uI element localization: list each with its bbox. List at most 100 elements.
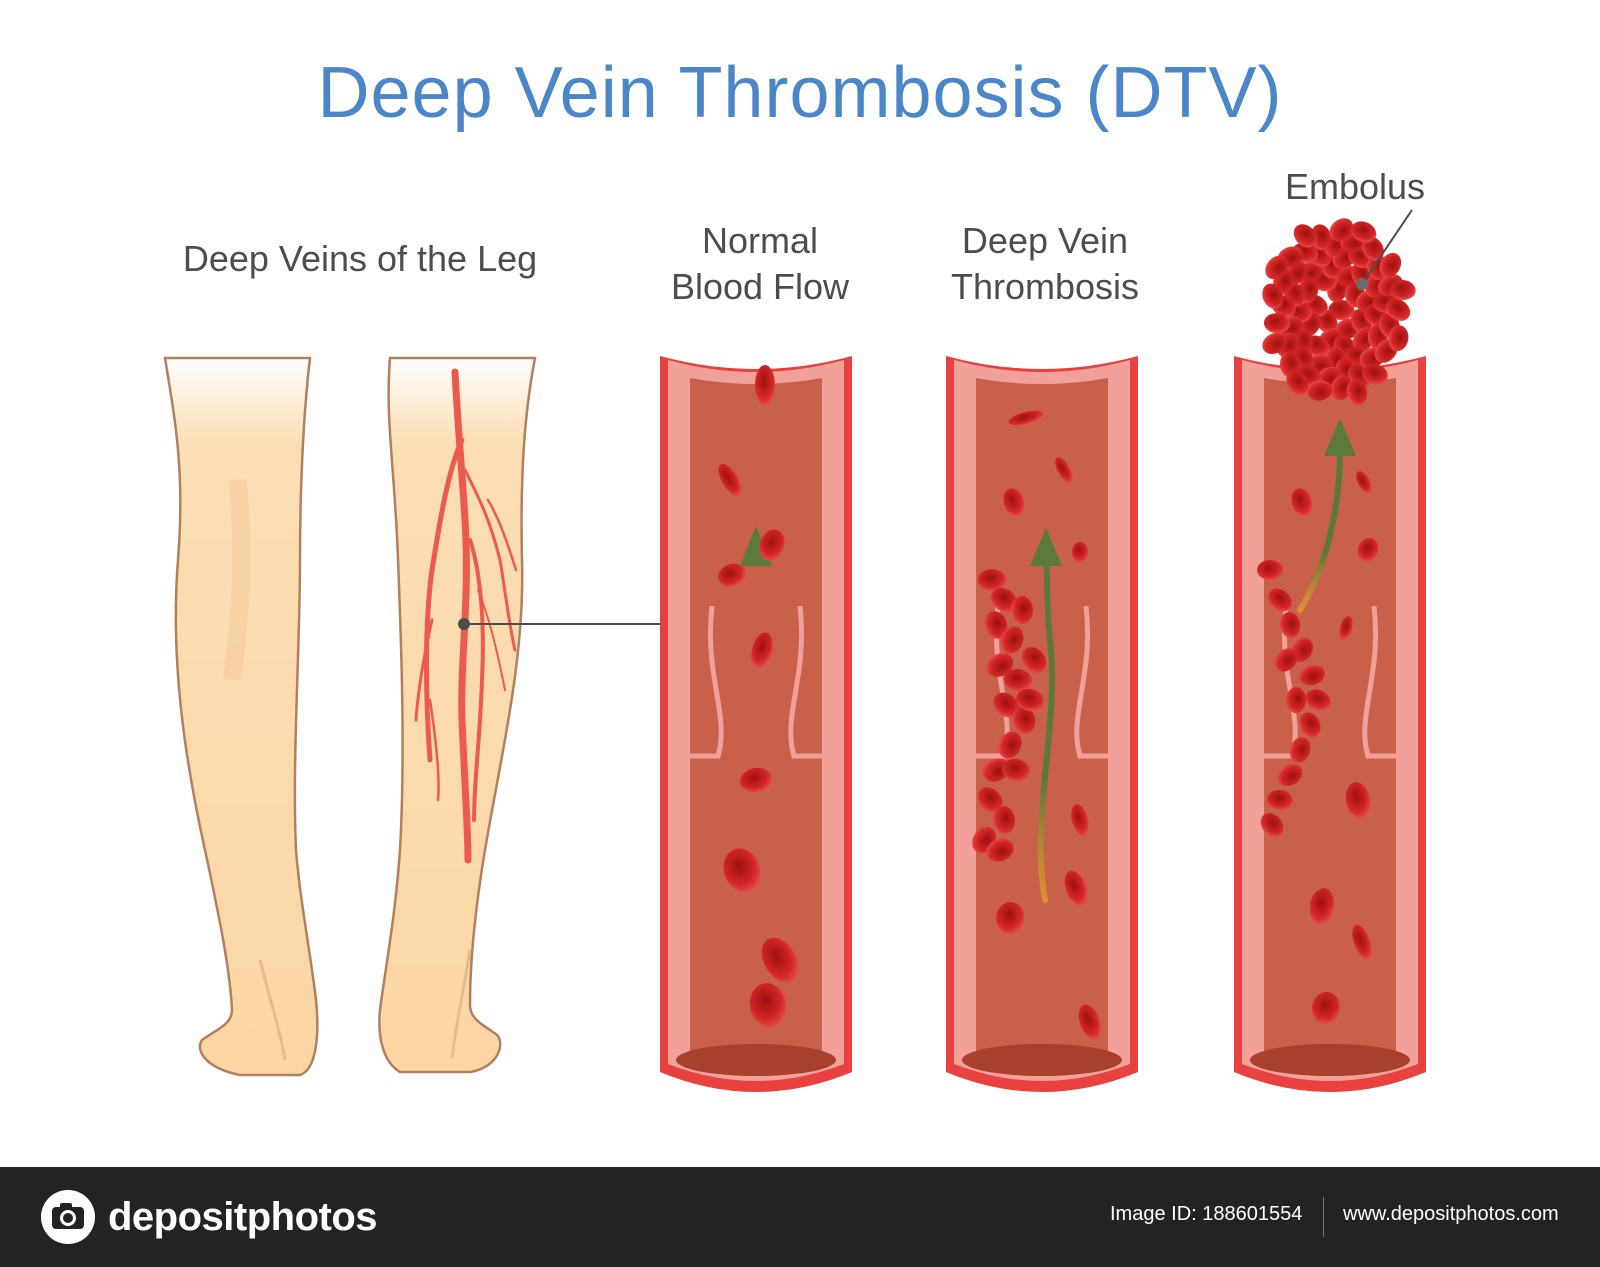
blood-cell	[1361, 236, 1384, 261]
blood-cell	[1339, 616, 1353, 640]
blood-cell	[1309, 888, 1335, 924]
dvt-illustration	[163, 209, 1426, 1092]
blood-cell	[982, 758, 1010, 782]
blood-cell	[1362, 364, 1388, 385]
valve-left	[690, 605, 724, 759]
flow-arrow-icon	[1037, 557, 1056, 903]
blood-cell	[1008, 410, 1044, 426]
blood-cell	[718, 563, 746, 587]
blood-cell	[1328, 300, 1355, 320]
blood-cell	[1299, 712, 1321, 738]
blood-cell	[1386, 298, 1411, 321]
vein-opening	[676, 1044, 836, 1076]
page-title: Deep Vein Thrombosis (DTV)	[317, 53, 1283, 133]
blood-cell	[749, 983, 787, 1027]
blood-cell	[1262, 283, 1284, 309]
blood-cell	[984, 611, 1008, 639]
blood-cell	[1016, 688, 1044, 712]
blood-cell	[759, 529, 785, 561]
blood-cell	[1260, 813, 1284, 837]
blood-cell	[1071, 804, 1089, 836]
blood-cell	[1329, 218, 1354, 241]
embolus-label: Embolus	[1284, 166, 1426, 207]
blood-cell	[751, 632, 773, 668]
blood-cell	[986, 838, 1014, 862]
blood-cell	[1072, 542, 1088, 562]
blood-cell	[1286, 370, 1309, 396]
dvt-label: Deep Vein Thrombosis	[900, 218, 1190, 310]
embolus-cluster	[1262, 218, 1416, 405]
footer-divider	[1323, 1197, 1324, 1237]
clot	[972, 569, 1047, 862]
camera-logo-icon	[41, 1190, 95, 1244]
dvt-label-line2: Thrombosis	[950, 266, 1140, 307]
blood-cell	[718, 463, 742, 497]
brand-name: depositphotos	[108, 1194, 378, 1239]
blood-cell	[991, 587, 1017, 613]
flow-arrowhead	[1030, 528, 1062, 566]
vein-lumen	[1264, 378, 1396, 1066]
blood-cell	[1000, 626, 1024, 654]
callout-dot-icon	[458, 618, 670, 630]
blood-cell	[1021, 647, 1047, 673]
normal-flow-label-line1: Normal	[701, 220, 818, 261]
blood-cell	[1389, 279, 1416, 300]
blood-cell	[761, 937, 799, 983]
flow-arrowhead	[1324, 418, 1356, 456]
valve-right	[788, 605, 822, 759]
blood-cell	[1330, 375, 1352, 401]
dvt-label-line1: Deep Vein	[961, 220, 1129, 261]
blood-cell	[1357, 538, 1379, 562]
blood-cell	[1274, 648, 1298, 672]
blood-cell	[723, 848, 761, 892]
normal-flow-label: Normal Blood Flow	[620, 218, 900, 310]
blood-cell	[1311, 992, 1341, 1024]
blood-cell	[978, 569, 1006, 591]
blood-cell	[1064, 870, 1088, 906]
blood-cell	[998, 731, 1022, 759]
normal-vein	[660, 356, 852, 1092]
valve-right	[1362, 605, 1396, 759]
blood-cell	[1345, 782, 1371, 818]
blood-cell	[1299, 664, 1325, 686]
blood-cell	[1285, 687, 1307, 713]
vein-opening	[1250, 1044, 1410, 1076]
thrombosis-vein	[946, 356, 1138, 1092]
front-leg	[163, 356, 319, 1077]
blood-cell	[995, 902, 1025, 934]
blood-cell	[1346, 379, 1368, 405]
blood-cell	[1268, 588, 1292, 612]
blood-cell	[1257, 560, 1283, 580]
blood-cell	[1379, 252, 1402, 278]
site-link[interactable]: www.depositphotos.com	[1343, 1203, 1559, 1225]
callout-dot-icon	[1356, 278, 1368, 290]
vein-lumen	[976, 378, 1108, 1066]
blood-cell	[992, 806, 1016, 834]
blood-cell	[1352, 924, 1372, 960]
footer-bar: depositphotos Image ID: 188601554 www.de…	[0, 1167, 1600, 1267]
leg-label: Deep Veins of the Leg	[182, 238, 538, 279]
blood-cell	[1263, 313, 1290, 334]
blood-cell	[1010, 596, 1034, 624]
blood-cell	[755, 365, 775, 405]
blood-cell	[1306, 380, 1333, 401]
blood-cell	[977, 787, 1003, 813]
blood-cell	[1351, 221, 1377, 243]
blood-cell	[993, 692, 1019, 718]
blood-cell	[1265, 255, 1289, 280]
valve-right	[1074, 605, 1108, 759]
vein-opening	[962, 1044, 1122, 1076]
blood-cell	[1310, 224, 1332, 251]
blood-cell	[1267, 789, 1293, 811]
blood-cell	[1388, 325, 1409, 352]
back-leg	[378, 356, 670, 1074]
brand-logo[interactable]: depositphotos	[40, 1189, 378, 1245]
blood-cell	[1004, 668, 1032, 692]
blood-cell	[1002, 758, 1030, 782]
blood-cell	[1262, 332, 1288, 355]
blood-cell	[1289, 737, 1311, 763]
clot	[1257, 560, 1331, 837]
blood-cell	[1012, 706, 1036, 734]
flow-arrow-icon	[1297, 447, 1343, 613]
image-id: Image ID: 188601554	[1110, 1203, 1303, 1225]
